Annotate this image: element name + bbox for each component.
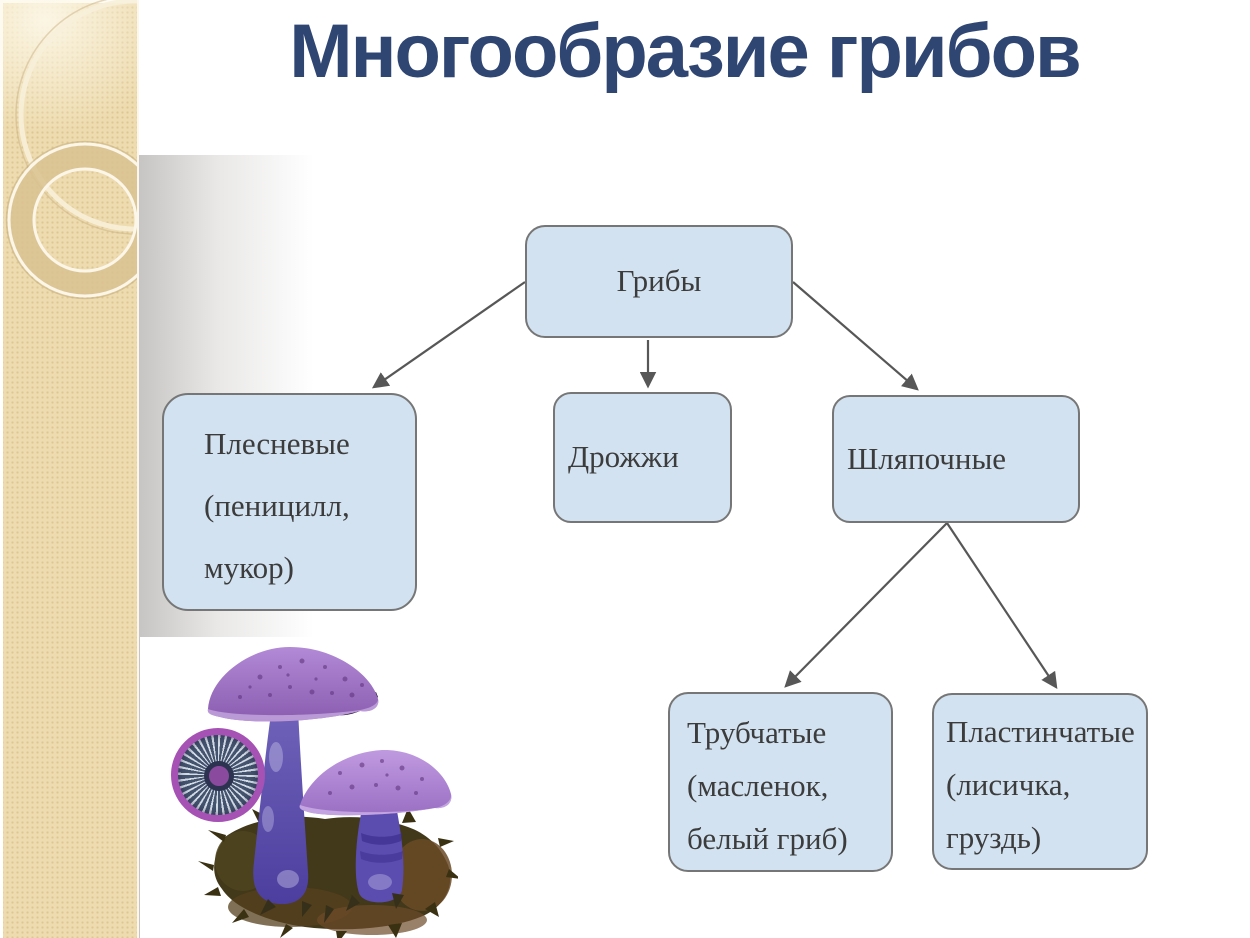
node-plesnevye: Плесневые (пеницилл, мукор) <box>162 393 417 611</box>
big-mushroom <box>207 647 379 905</box>
mushrooms-illustration <box>140 637 458 938</box>
node-plastinchatye-line2: (лисичка, <box>946 767 1071 802</box>
node-griby-label: Грибы <box>616 263 702 299</box>
node-trubchatye: Трубчатые (масленок, белый гриб) <box>668 692 893 872</box>
edge-shlyapochnye-plastinchatye <box>946 522 1058 690</box>
small-mushroom <box>299 749 452 903</box>
edge-griby-shlyapochnye <box>792 281 919 391</box>
mushroom-gills-center <box>204 761 234 791</box>
node-plesnevye-line1: Плесневые <box>204 426 350 461</box>
mushroom-gills-disc <box>171 728 265 822</box>
mushrooms-drawing <box>198 647 458 938</box>
foreground-grass <box>260 893 404 923</box>
sidebar-decoration <box>0 0 139 938</box>
decorative-circles <box>5 0 137 300</box>
node-shlyapochnye-label: Шляпочные <box>847 440 1007 476</box>
slide-title: Многообразие грибов <box>289 9 1081 94</box>
node-trubchatye-line3: белый гриб) <box>687 821 848 856</box>
node-plastinchatye-line3: груздь) <box>946 820 1042 855</box>
edge-griby-plesnevye <box>371 281 526 389</box>
ground-tuft <box>198 808 458 938</box>
node-plastinchatye: Пластинчатые (лисичка, груздь) <box>932 693 1148 870</box>
node-plesnevye-line2: (пеницилл, <box>204 488 350 523</box>
node-drozhzhi: Дрожжи <box>553 392 732 523</box>
node-plesnevye-line3: мукор) <box>204 550 294 585</box>
edge-shlyapochnye-trubchatye <box>784 522 948 688</box>
node-shlyapochnye: Шляпочные <box>832 395 1080 523</box>
node-drozhzhi-label: Дрожжи <box>568 439 679 475</box>
node-trubchatye-line2: (масленок, <box>687 768 829 803</box>
node-trubchatye-line1: Трубчатые <box>687 715 827 750</box>
node-plastinchatye-line1: Пластинчатые <box>946 714 1135 749</box>
node-griby: Грибы <box>525 225 793 338</box>
